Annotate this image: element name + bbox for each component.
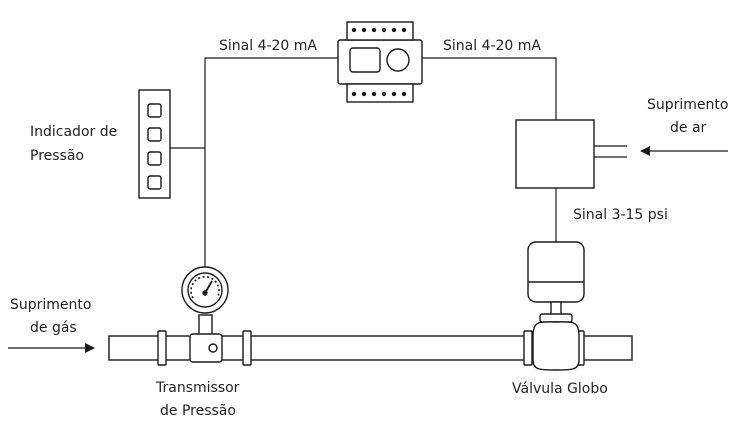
gauge-scale — [190, 276, 220, 299]
transmitter-body — [189, 333, 223, 363]
controller-terminals — [351, 27, 407, 97]
pressure-indicator — [138, 89, 171, 199]
air-supply-arrow — [640, 146, 728, 156]
label-pressure-indicator-2: Pressão — [30, 148, 84, 164]
pressure-gauge-inner — [187, 272, 223, 308]
valve-actuator — [527, 241, 585, 303]
label-signal-psi: Sinal 3-15 psi — [573, 207, 668, 223]
gas-supply-arrow — [8, 343, 95, 353]
label-transmitter-1: Transmissor — [155, 380, 240, 396]
label-transmitter-2: de Pressão — [160, 403, 236, 419]
controller-terminal-strip-bottom — [346, 83, 414, 103]
label-signal-right: Sinal 4-20 mA — [443, 38, 541, 54]
pipe-flange-1 — [157, 330, 167, 366]
wire-transmitter-to-controller — [204, 57, 338, 268]
controller — [337, 21, 423, 103]
signal-wires — [170, 57, 627, 268]
controller-terminal-strip-top — [346, 21, 414, 41]
controller-display — [349, 47, 381, 73]
label-air-supply-1: Suprimento — [647, 97, 728, 113]
ip-converter — [515, 119, 595, 189]
label-gas-supply-2: de gás — [30, 320, 77, 336]
pipe-flange-3 — [523, 330, 533, 366]
label-pressure-indicator-1: Indicador de — [30, 124, 117, 140]
pressure-transmitter — [181, 266, 229, 363]
wire-controller-to-converter — [422, 57, 557, 120]
label-gas-supply-1: Suprimento — [10, 297, 91, 313]
label-air-supply-2: de ar — [670, 120, 707, 136]
controller-knob — [386, 48, 410, 72]
pipe-flange-2 — [242, 330, 252, 366]
transmitter-port — [208, 343, 218, 353]
label-globe-valve: Válvula Globo — [512, 381, 608, 397]
globe-valve — [527, 241, 585, 371]
valve-bonnet — [539, 313, 573, 323]
label-signal-left: Sinal 4-20 mA — [219, 38, 317, 54]
valve-body — [532, 321, 580, 371]
